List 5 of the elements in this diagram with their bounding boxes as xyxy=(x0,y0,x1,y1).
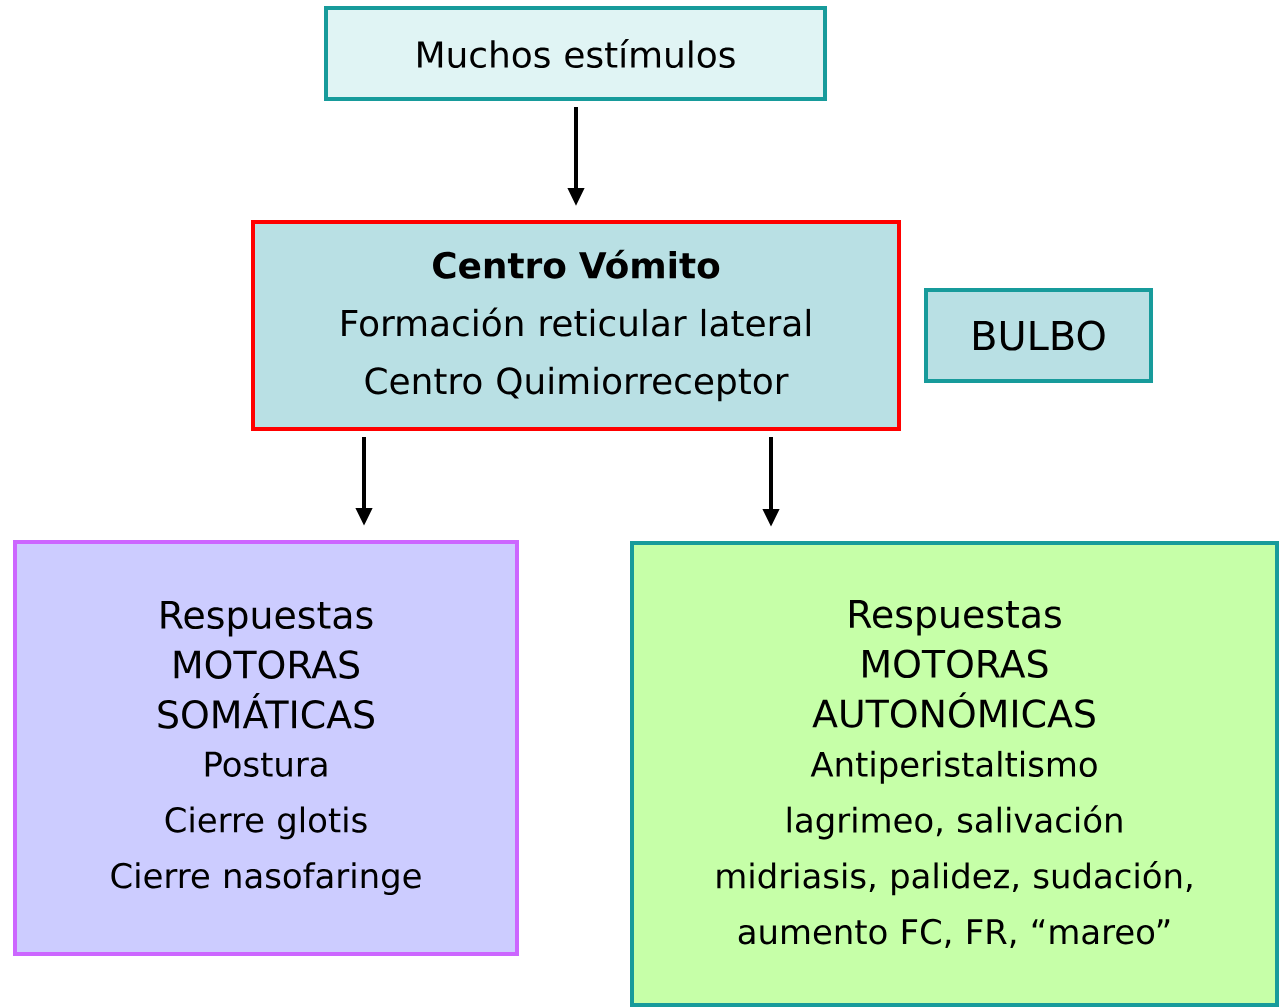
response-box: Respuestas MOTORAS SOMÁTICAS Postura Cierre glotis Cierre nasofaringe xyxy=(13,540,519,956)
response-box: Respuestas MOTORAS AUTONÓMICAS Antiperistaltismo lagrimeo, salivación midriasis, palidez, sudación, aumento FC, FR, “mareo” xyxy=(630,541,1279,1007)
text-box: BULBO xyxy=(924,288,1153,383)
text-box: Muchos estímulos xyxy=(324,6,827,101)
process-box: Centro Vómito Formación reticular lateral Centro Quimiorreceptor xyxy=(251,220,901,431)
